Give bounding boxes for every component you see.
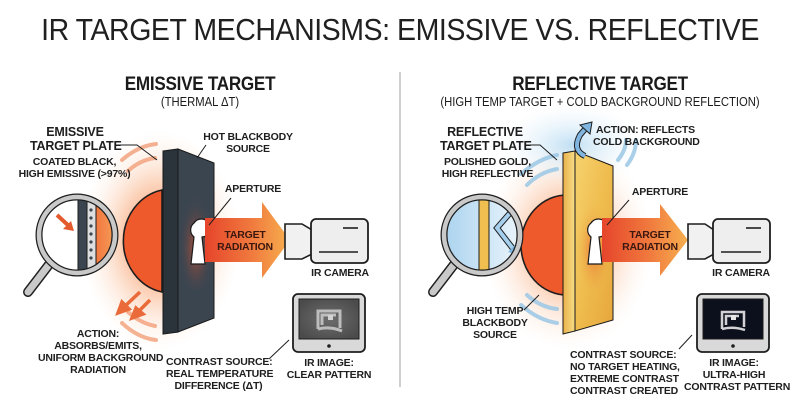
aperture-label: APERTURE [631, 186, 689, 198]
contrast-source-label: CONTRAST SOURCE: NO TARGET HEATING, EXTR… [570, 349, 680, 397]
emission-arrows-icon [115, 290, 152, 321]
ir-image-monitor [696, 293, 770, 353]
label-line: SOURCE [473, 329, 517, 341]
label-line: COATED BLACK, [32, 156, 117, 168]
label-line: TARGET [629, 229, 671, 241]
emissive-diagram [23, 130, 369, 360]
aperture-label: APERTURE [224, 183, 282, 195]
label-line: RADIATION [622, 241, 678, 253]
emissive-plate-description: COATED BLACK, HIGH EMISSIVE (>97%) [12, 156, 137, 180]
ir-image-monitor [292, 293, 366, 353]
reflective-plate-description: POLISHED GOLD, HIGH REFLECTIVE [440, 156, 535, 180]
emissive-heading: EMISSIVE TARGET [124, 74, 276, 95]
label-line: DIFFERENCE (ΔT) [174, 380, 263, 392]
reflective-subheading: (HIGH TEMP TARGET + COLD BACKGROUND REFL… [440, 95, 760, 109]
label-line: TARGET [224, 229, 266, 241]
label-line: ACTION: [76, 328, 120, 340]
ir-camera-label: IR CAMERA [311, 267, 369, 279]
magnifier-icon [23, 193, 119, 297]
label-line: REFLECTIVE [447, 125, 523, 139]
action-label: ACTION: ABSORBS/EMITS, UNIFORM BACKGROUN… [38, 328, 164, 376]
blackbody-source-icon [122, 189, 163, 293]
label-line: TARGET PLATE [440, 139, 532, 153]
label-line: CLEAR PATTERN [286, 369, 372, 381]
label-line: RADIATION [217, 241, 273, 253]
label-line: EMISSIVE [46, 125, 104, 139]
label-line: SOURCE [226, 143, 270, 155]
heat-waves-icon [120, 142, 158, 342]
label-line: HIGH REFLECTIVE [441, 168, 534, 180]
radiation-arrow [205, 202, 290, 278]
label-line: CONTRAST SOURCE: [166, 356, 273, 368]
reflect-action-label: ACTION: REFLECTS COLD BACKGROUND [593, 124, 700, 148]
ir-image-label: IR IMAGE: CLEAR PATTERN [285, 357, 373, 381]
ir-pattern-icon [316, 309, 343, 333]
cold-waves-icon [519, 138, 638, 325]
label-line: BLACKBODY [462, 317, 528, 329]
reflective-plate-label: REFLECTIVE TARGET PLATE [440, 125, 532, 153]
label-line: EXTREME CONTRAST [570, 373, 679, 385]
leader-lines [523, 144, 693, 350]
high-temp-blackbody-label: HIGH TEMP BLACKBODY SOURCE [455, 305, 535, 341]
target-radiation-label: TARGET RADIATION [620, 229, 680, 253]
label-line: UNIFORM BACKGROUND [38, 352, 164, 364]
ir-pattern-icon [720, 310, 746, 332]
ir-image-label: IR IMAGE: ULTRA-HIGH CONTRAST PATTERN [684, 357, 791, 393]
magnifier-icon [428, 193, 524, 297]
label-line: IR IMAGE: [709, 357, 759, 369]
label-line: HOT BLACKBODY [203, 131, 293, 143]
label-line: CONTRAST PATTERN [684, 381, 791, 393]
label-line: REAL TEMPERATURE [166, 368, 274, 380]
target-radiation-label: TARGET RADIATION [215, 229, 275, 253]
label-line: HIGH TEMP [466, 305, 524, 317]
main-title: IR TARGET MECHANISMS: EMISSIVE VS. REFLE… [41, 12, 759, 47]
label-line: IR IMAGE: [304, 357, 354, 369]
reflective-heading: REFLECTIVE TARGET [512, 74, 688, 95]
ir-camera-icon [284, 218, 369, 264]
emissive-plate-label: EMISSIVE TARGET PLATE [30, 125, 122, 153]
emissive-subheading: (THERMAL ΔT) [160, 95, 240, 109]
ir-camera-icon [687, 218, 771, 264]
label-line: POLISHED GOLD, [443, 156, 532, 168]
label-line: COLD BACKGROUND [593, 136, 700, 148]
label-line: RADIATION [70, 364, 126, 376]
reflect-arrow-icon [573, 121, 593, 159]
reflective-diagram [428, 105, 771, 353]
label-line: ABSORBS/EMITS, [54, 340, 142, 352]
ir-camera-label: IR CAMERA [712, 267, 770, 279]
panel-divider [399, 72, 401, 387]
label-line: CONTRAST CREATED [570, 385, 679, 397]
label-line: HIGH EMISSIVE (>97%) [18, 168, 131, 180]
radiation-arrow [602, 204, 688, 276]
hot-blackbody-source-label: HOT BLACKBODY SOURCE [198, 131, 298, 155]
leader-lines [118, 144, 290, 360]
contrast-source-label: CONTRAST SOURCE: REAL TEMPERATURE DIFFER… [166, 356, 274, 392]
label-line: ULTRA-HIGH [702, 369, 766, 381]
label-line: ACTION: REFLECTS [596, 124, 695, 136]
label-line: NO TARGET HEATING, [570, 361, 680, 373]
label-line: TARGET PLATE [30, 139, 122, 153]
reflective-plate [562, 150, 614, 335]
label-line: CONTRAST SOURCE: [570, 349, 677, 361]
